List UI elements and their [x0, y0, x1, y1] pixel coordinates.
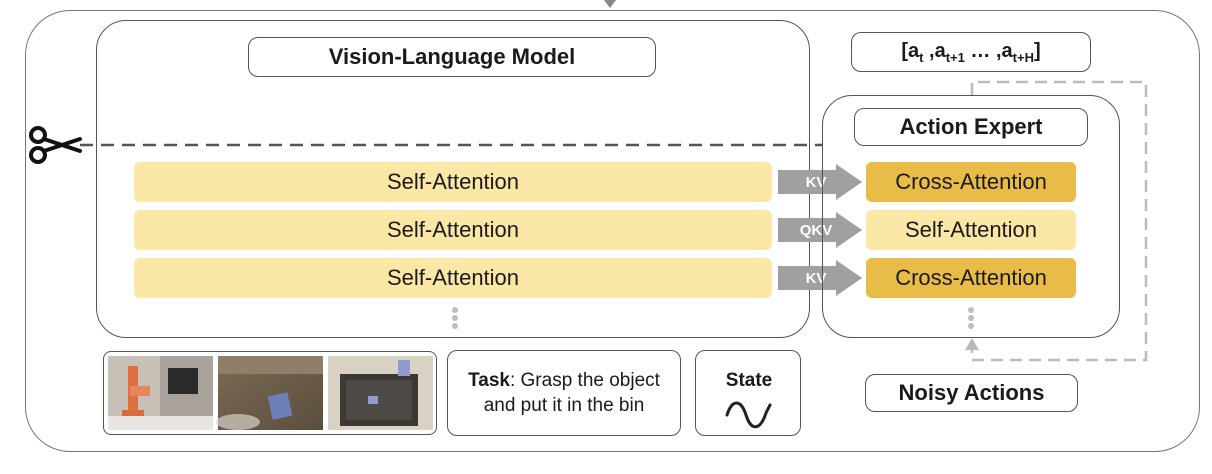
- state-label: State: [725, 370, 773, 391]
- expert-title: Action Expert: [854, 108, 1088, 146]
- task-box: Task: Grasp the object and put it in the…: [447, 350, 681, 436]
- camera-image-1: [108, 356, 213, 430]
- vlm-more-layers-dots: [452, 305, 458, 331]
- expert-layer-3: Cross-Attention: [866, 258, 1076, 298]
- vlm-layer-3: Self-Attention: [134, 258, 772, 298]
- expert-layer-2: Self-Attention: [866, 210, 1076, 250]
- expert-more-layers-dots: [968, 305, 974, 331]
- expert-layer-2-label: Self-Attention: [904, 217, 1038, 242]
- connector-label-2: QKV: [799, 221, 833, 239]
- expert-layer-1-label: Cross-Attention: [895, 169, 1047, 194]
- vlm-layer-2: Self-Attention: [134, 210, 772, 250]
- expert-container: [822, 95, 1120, 338]
- top-input-arrow: [604, 0, 616, 8]
- task-text: Task: Grasp the object and put it in the…: [468, 370, 660, 416]
- outer-frame: [25, 10, 1200, 452]
- connector-label-1: KV: [805, 173, 827, 191]
- output-actions-text: [at ,at+1 … ,at+H]: [901, 39, 1041, 65]
- state-box: State: [695, 350, 801, 436]
- vlm-layer-1-label: Self-Attention: [386, 169, 520, 194]
- camera-image-2: [216, 356, 323, 430]
- vlm-title-text: Vision-Language Model: [328, 44, 576, 69]
- expert-layer-3-label: Cross-Attention: [895, 265, 1047, 290]
- expert-title-text: Action Expert: [899, 114, 1043, 139]
- vlm-layer-3-label: Self-Attention: [386, 265, 520, 290]
- noisy-actions-label: Noisy Actions: [898, 380, 1045, 405]
- wave-icon: [725, 401, 772, 429]
- connector-label-3: KV: [805, 269, 827, 287]
- expert-layer-1: Cross-Attention: [866, 162, 1076, 202]
- scissors-icon: [29, 126, 82, 164]
- output-actions-box: [at ,at+1 … ,at+H]: [851, 32, 1091, 72]
- camera-image-3: [328, 356, 433, 430]
- vlm-layer-2-label: Self-Attention: [386, 217, 520, 242]
- vlm-title: Vision-Language Model: [248, 37, 656, 77]
- noisy-actions-box: Noisy Actions: [865, 374, 1078, 412]
- vlm-layer-1: Self-Attention: [134, 162, 772, 202]
